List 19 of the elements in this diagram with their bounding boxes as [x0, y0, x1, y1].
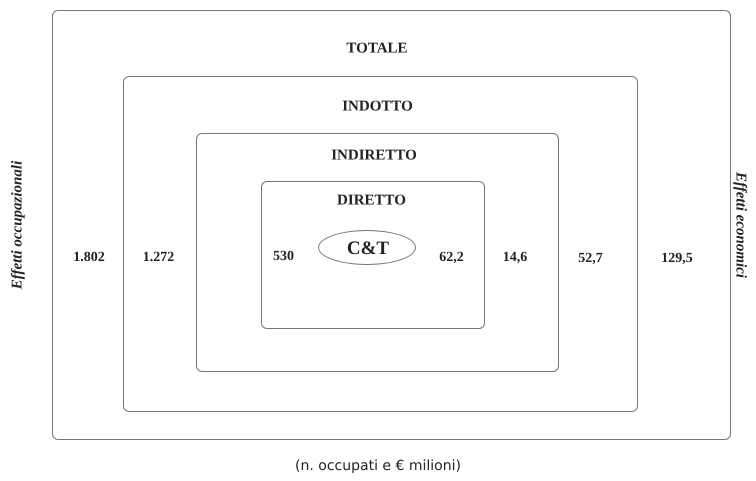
value-label: 530 [273, 248, 294, 264]
nested-box [196, 133, 559, 372]
value-label: 1.802 [73, 250, 105, 266]
group-title: INDOTTO [342, 98, 413, 115]
value-label: 1.272 [142, 250, 174, 266]
nested-box [52, 10, 731, 440]
value-label: 52,7 [578, 250, 603, 266]
node-label: C&T [346, 238, 390, 260]
value-label: 129,5 [661, 251, 693, 267]
caption: (n. occupati e € milioni) [294, 458, 462, 474]
nested-box [122, 76, 638, 412]
nested-box [260, 180, 484, 328]
value-label: 14,6 [502, 250, 528, 266]
axis-label: Effetti economici [732, 172, 748, 278]
group-title: INDIRETTO [331, 148, 417, 164]
group-title: DIRETTO [337, 192, 406, 209]
axis-label: Effetti occupazionali [10, 160, 26, 290]
value-label: 62,2 [439, 250, 464, 266]
group-title: TOTALE [346, 40, 408, 58]
